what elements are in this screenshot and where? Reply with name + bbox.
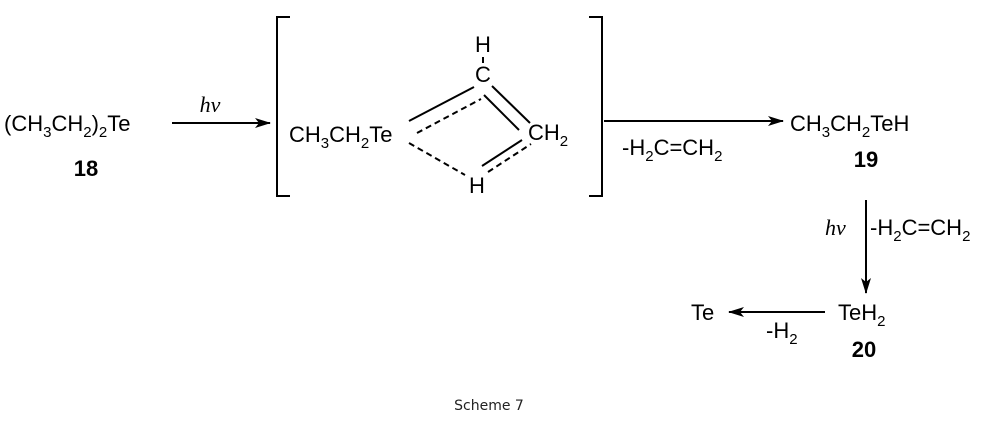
bond-te-c-partial <box>416 98 482 134</box>
intermediate-bottom-h: H <box>469 173 485 198</box>
intermediate-left-group: CH3CH2Te <box>289 122 393 152</box>
bond-c-ch2-inner <box>483 94 520 131</box>
compound-number-18: 18 <box>74 156 98 181</box>
product-19-formula: CH3CH2TeH <box>790 111 909 141</box>
compound-number-20: 20 <box>852 337 876 362</box>
condition-hv-1: hv <box>200 92 221 117</box>
bracket-left <box>276 16 290 197</box>
bracket-right <box>589 16 603 197</box>
bond-c-ch2-outer <box>491 85 531 124</box>
bond-te-c-solid <box>408 86 475 122</box>
bond-h-ch2-solid <box>481 139 523 167</box>
bond-te-h-partial <box>408 142 466 176</box>
intermediate-top-h: H <box>475 32 491 57</box>
intermediate-right-ch2: CH2 <box>528 120 568 150</box>
condition-hv-2: hv <box>825 215 846 240</box>
compound-number-19: 19 <box>854 147 878 172</box>
final-product-te: Te <box>691 300 714 325</box>
reactant-formula: (CH3CH2)2Te <box>4 111 131 141</box>
byproduct-ethylene-2: -H2C=CH2 <box>870 215 970 245</box>
intermediate-top-c: C <box>475 62 491 87</box>
byproduct-hydrogen: -H2 <box>766 318 798 348</box>
bond-h-ch2-partial <box>487 143 532 173</box>
scheme-caption: Scheme 7 <box>454 398 524 414</box>
product-20-formula: TeH2 <box>838 300 885 330</box>
byproduct-ethylene-1: -H2C=CH2 <box>622 135 722 165</box>
